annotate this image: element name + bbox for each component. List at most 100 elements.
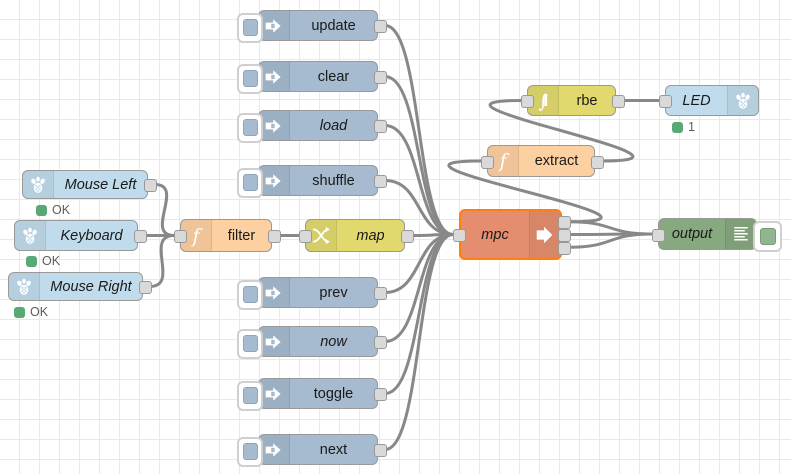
output-port[interactable]: [612, 95, 625, 108]
svg-text:f: f: [190, 224, 202, 247]
wire: [411, 233, 454, 237]
output-port[interactable]: [591, 155, 604, 169]
inject-trigger-button[interactable]: [237, 436, 263, 467]
node-now[interactable]: now: [258, 326, 378, 357]
node-mouse-right[interactable]: Mouse Right: [8, 272, 143, 301]
output-port[interactable]: [134, 230, 147, 243]
output-port[interactable]: [401, 230, 414, 243]
inject-arrow-icon: [259, 379, 290, 408]
output-port[interactable]: [558, 216, 571, 230]
inject-arrow-icon: [259, 111, 290, 140]
node-mpc[interactable]: mpc: [459, 209, 562, 260]
node-prev[interactable]: prev: [258, 277, 378, 308]
node-label: update: [311, 17, 356, 34]
inject-trigger-button[interactable]: [237, 380, 263, 411]
node-load[interactable]: load: [258, 110, 378, 141]
input-port[interactable]: [652, 228, 665, 242]
debug-button-glyph: [759, 227, 776, 245]
output-port[interactable]: [558, 241, 571, 255]
output-port[interactable]: [374, 71, 387, 84]
input-port[interactable]: [299, 230, 312, 243]
node-label: Mouse Right: [50, 278, 132, 295]
node-label: prev: [319, 284, 348, 301]
input-port[interactable]: [521, 95, 534, 108]
node-keyboard[interactable]: Keyboard: [14, 220, 138, 251]
inject-button-glyph: [242, 387, 258, 404]
inject-trigger-button[interactable]: [237, 63, 263, 94]
output-port[interactable]: [374, 388, 387, 401]
inject-button-glyph: [242, 19, 258, 36]
status-dot: [26, 255, 37, 267]
output-port[interactable]: [139, 281, 152, 294]
node-label: next: [319, 441, 348, 458]
status-text: OK: [30, 305, 49, 319]
svg-text:f: f: [497, 149, 509, 172]
node-toggle[interactable]: toggle: [258, 378, 378, 409]
node-label: LED: [682, 92, 711, 109]
output-port[interactable]: [374, 336, 387, 349]
node-output[interactable]: output: [658, 218, 757, 250]
inject-trigger-button[interactable]: [237, 112, 263, 143]
node-label: shuffle: [312, 172, 355, 189]
node-status: OK: [36, 203, 70, 217]
node-mouse-left[interactable]: Mouse Left: [22, 170, 148, 199]
output-port[interactable]: [374, 20, 387, 33]
raspberry-pi-icon: [727, 86, 758, 115]
wire: [149, 234, 175, 288]
node-label: load: [319, 117, 348, 134]
status-dot: [36, 204, 47, 216]
node-map[interactable]: map: [305, 219, 405, 252]
inject-trigger-button[interactable]: [237, 12, 263, 43]
output-port[interactable]: [268, 230, 281, 243]
inject-arrow-icon: [259, 11, 290, 40]
inject-arrow-icon: [259, 278, 290, 307]
input-port[interactable]: [481, 155, 494, 169]
inject-button-glyph: [242, 119, 258, 136]
node-rbe[interactable]: ∫rbe: [527, 85, 616, 116]
output-port[interactable]: [374, 120, 387, 133]
raspberry-pi-icon: [15, 221, 46, 250]
wire: [384, 233, 454, 395]
node-clear[interactable]: clear: [258, 61, 378, 92]
inject-trigger-button[interactable]: [237, 167, 263, 198]
output-port[interactable]: [144, 179, 157, 192]
node-label: Mouse Left: [64, 176, 137, 193]
node-update[interactable]: update: [258, 10, 378, 41]
status-dot: [672, 121, 683, 133]
inject-arrow-icon: [259, 435, 290, 464]
wire: [447, 159, 603, 224]
output-port[interactable]: [558, 229, 571, 242]
node-shuffle[interactable]: shuffle: [258, 165, 378, 196]
inject-button-glyph: [242, 286, 258, 303]
node-next[interactable]: next: [258, 434, 378, 465]
node-label: mpc: [481, 226, 509, 243]
debug-toggle-button[interactable]: [753, 220, 782, 252]
svg-text:∫: ∫: [538, 91, 548, 112]
input-port[interactable]: [174, 230, 187, 243]
output-port[interactable]: [374, 175, 387, 188]
status-dot: [14, 306, 25, 318]
node-label: filter: [227, 227, 256, 244]
node-label: extract: [534, 153, 579, 169]
inject-trigger-button[interactable]: [237, 279, 263, 310]
inject-arrow-icon: [259, 62, 290, 91]
inject-button-glyph: [242, 174, 258, 191]
node-led[interactable]: LED: [665, 85, 759, 116]
raspberry-pi-icon: [23, 171, 54, 198]
inject-trigger-button[interactable]: [237, 328, 263, 359]
node-filter[interactable]: f filter: [180, 219, 272, 252]
node-label: toggle: [313, 385, 354, 402]
input-port[interactable]: [659, 95, 672, 108]
output-port[interactable]: [374, 287, 387, 300]
output-port[interactable]: [374, 444, 387, 457]
inject-button-glyph: [242, 443, 258, 460]
node-extract[interactable]: f extract: [487, 145, 595, 177]
inject-arrow-icon: [259, 166, 290, 195]
wire: [568, 220, 653, 236]
input-port[interactable]: [453, 229, 466, 242]
node-label: map: [356, 227, 385, 244]
wire: [384, 179, 454, 236]
status-text: OK: [42, 254, 61, 268]
